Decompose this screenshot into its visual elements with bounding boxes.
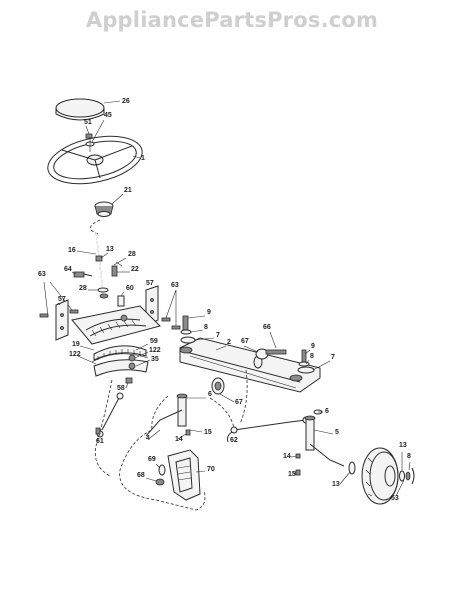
callout-c60: 60 bbox=[126, 285, 134, 292]
callout-c19: 19 bbox=[72, 341, 80, 348]
callout-c28a: 28 bbox=[128, 251, 136, 258]
callout-c67b: 67 bbox=[235, 399, 243, 406]
callout-c67a: 67 bbox=[241, 338, 249, 345]
steering-wheel bbox=[47, 135, 143, 185]
callout-c51: 51 bbox=[84, 119, 92, 126]
callout-c122a: 122 bbox=[69, 351, 81, 358]
callout-c122b: 122 bbox=[149, 347, 161, 354]
spindle-left bbox=[145, 393, 206, 440]
callout-c7a: 7 bbox=[216, 332, 220, 339]
axle-pivot-left bbox=[180, 315, 215, 344]
wheel-hardware bbox=[395, 452, 415, 497]
callout-c2: 2 bbox=[227, 339, 231, 346]
assembly-path-center bbox=[239, 369, 248, 425]
gear-nut bbox=[125, 377, 133, 389]
bracket-bolts-right bbox=[161, 289, 181, 330]
mount-bracket bbox=[167, 449, 206, 501]
callout-c22: 22 bbox=[131, 266, 139, 273]
shaft-washer bbox=[88, 287, 109, 299]
callout-c57b: 57 bbox=[58, 296, 66, 303]
gear-base-plate bbox=[77, 343, 151, 377]
callout-c69: 69 bbox=[148, 456, 156, 463]
spacer bbox=[117, 291, 125, 307]
callout-c59: 59 bbox=[150, 338, 158, 345]
callout-c8b: 8 bbox=[310, 353, 314, 360]
callout-c15b: 15 bbox=[288, 471, 296, 478]
axle-pivot-right bbox=[297, 349, 331, 374]
callout-c58: 58 bbox=[117, 385, 125, 392]
callout-c1: 1 bbox=[141, 155, 145, 162]
callout-c68: 68 bbox=[137, 472, 145, 479]
shaft-bolt bbox=[111, 257, 130, 277]
axle-pivot-bushing bbox=[243, 331, 287, 360]
callout-c45: 45 bbox=[104, 112, 112, 119]
wheel-nut bbox=[85, 119, 105, 152]
callout-c14b: 14 bbox=[283, 453, 291, 460]
watermark: AppliancePartsPros.com bbox=[85, 8, 379, 32]
callout-c15a: 15 bbox=[204, 429, 212, 436]
steering-wheel-cap bbox=[55, 98, 121, 121]
spindle-right bbox=[290, 409, 345, 476]
callout-c57a: 57 bbox=[146, 280, 154, 287]
front-wheel bbox=[361, 447, 399, 505]
sector-gear-plate bbox=[71, 305, 161, 345]
callout-c63a: 63 bbox=[38, 271, 46, 278]
pivot-bolt bbox=[71, 271, 93, 278]
callout-c7b: 7 bbox=[331, 354, 335, 361]
callout-c4: 4 bbox=[146, 435, 150, 442]
callout-c64: 64 bbox=[64, 266, 72, 273]
assembly-path-link bbox=[94, 379, 113, 477]
callout-c66: 66 bbox=[263, 324, 271, 331]
callout-c70: 70 bbox=[207, 466, 215, 473]
callout-c9b: 9 bbox=[311, 343, 315, 350]
callout-c8c: 8 bbox=[407, 453, 411, 460]
callout-c61: 61 bbox=[96, 438, 104, 445]
bracket-hardware bbox=[145, 463, 166, 486]
callout-c53: 53 bbox=[391, 495, 399, 502]
tie-rod bbox=[227, 416, 310, 443]
callout-c28b: 28 bbox=[79, 285, 87, 292]
callout-c14a: 14 bbox=[175, 436, 183, 443]
front-axle bbox=[179, 337, 321, 393]
callout-c6a: 6 bbox=[208, 391, 212, 398]
steering-adapter bbox=[94, 193, 124, 217]
steering-bracket-left bbox=[55, 299, 69, 341]
callout-c13a: 13 bbox=[106, 246, 114, 253]
callout-c26: 26 bbox=[122, 98, 130, 105]
callout-c6b: 6 bbox=[325, 408, 329, 415]
callout-c13c: 13 bbox=[332, 481, 340, 488]
callout-c63b: 63 bbox=[171, 282, 179, 289]
wheel-washer-inner bbox=[339, 461, 356, 485]
callout-c62: 62 bbox=[230, 437, 238, 444]
callout-c8a: 8 bbox=[204, 324, 208, 331]
callout-c21: 21 bbox=[124, 187, 132, 194]
callout-c16: 16 bbox=[68, 247, 76, 254]
callout-c5: 5 bbox=[335, 429, 339, 436]
callout-c13b: 13 bbox=[399, 442, 407, 449]
assembly-path-axle bbox=[209, 397, 235, 429]
assembly-path-left bbox=[119, 395, 206, 511]
callout-c9a: 9 bbox=[207, 309, 211, 316]
axle-bushing-lower bbox=[211, 377, 235, 403]
sector-gear bbox=[79, 345, 149, 363]
callout-c35: 35 bbox=[151, 356, 159, 363]
